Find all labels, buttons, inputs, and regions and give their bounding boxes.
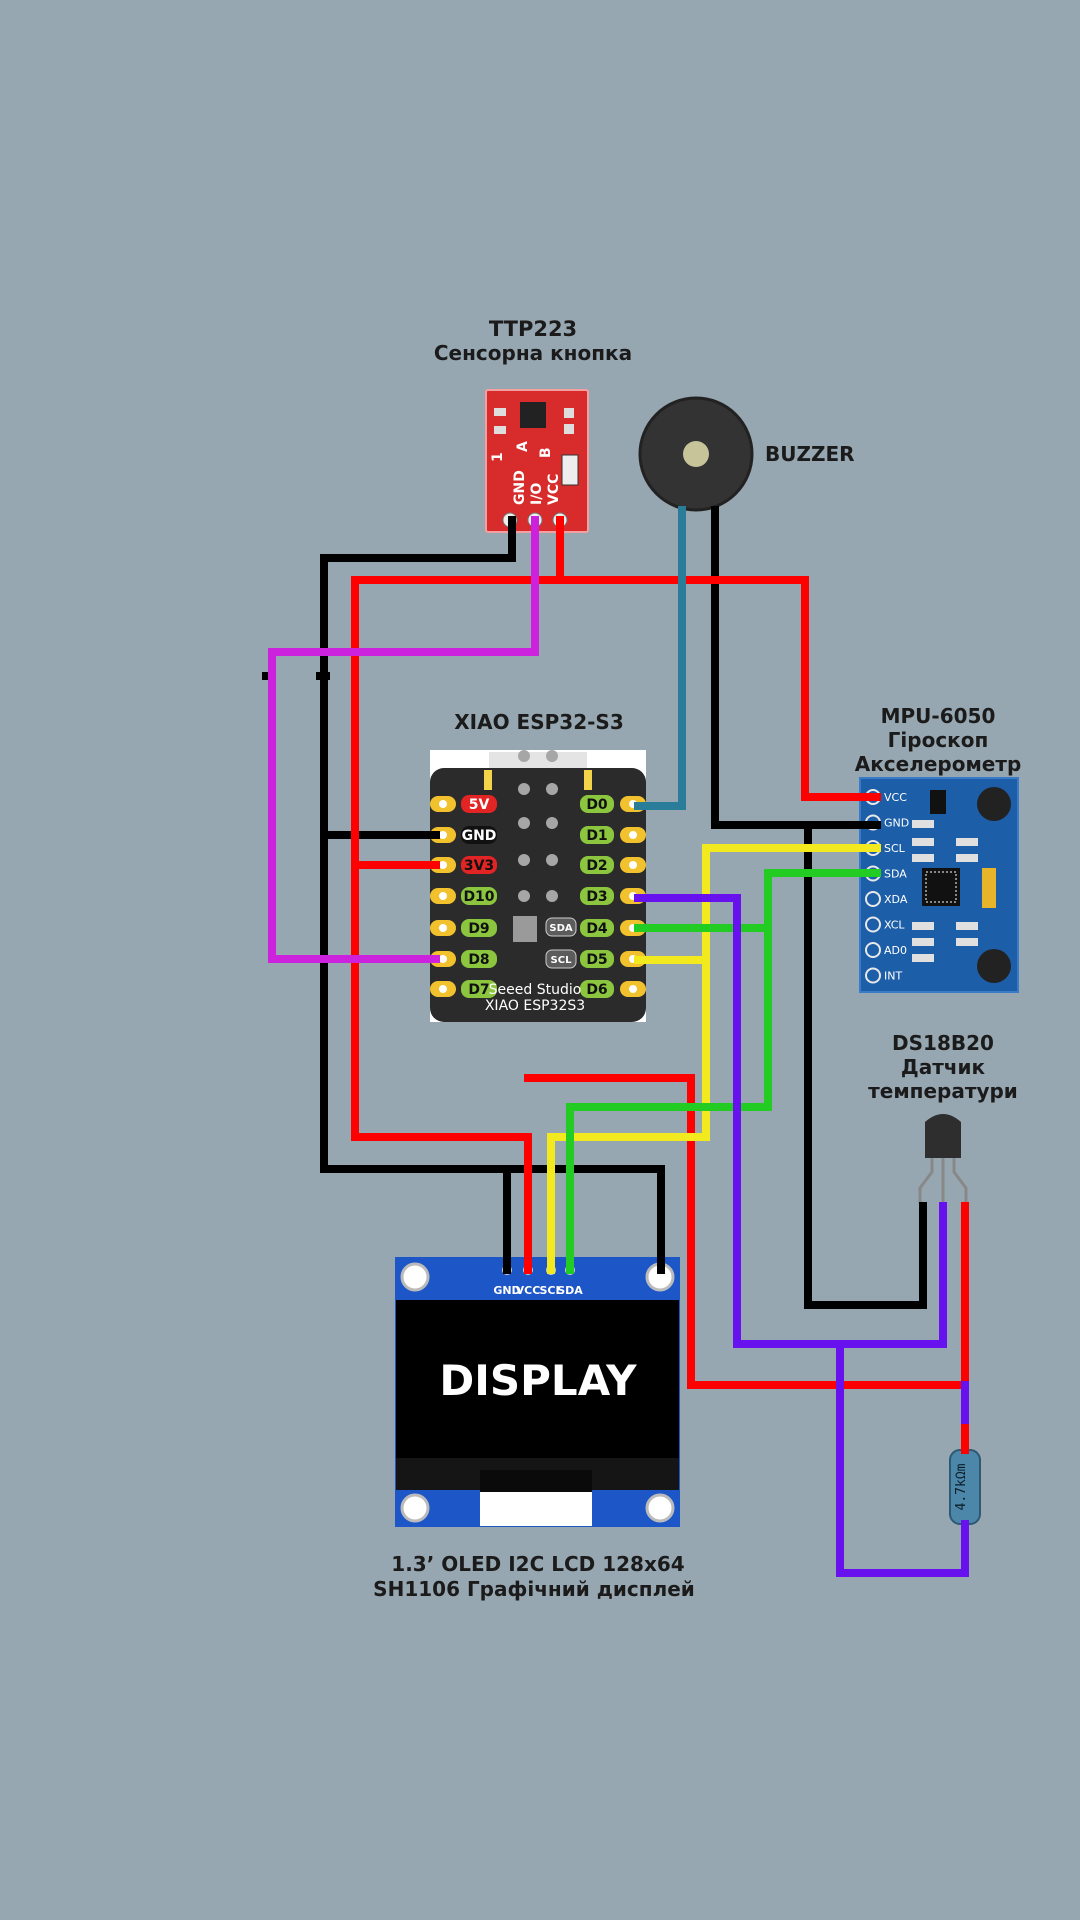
wire-onewire-res <box>836 1340 969 1577</box>
xiao-left-pin-badge <box>461 919 497 937</box>
xiao-right-pin-badge <box>580 856 614 874</box>
wire-onewire <box>634 894 947 1348</box>
wire-buzzer <box>634 506 686 810</box>
ds18b20-title: DS18B20 <box>892 1031 994 1055</box>
wire-touch <box>268 516 539 963</box>
resistor: 4.7kΩm <box>949 1449 981 1525</box>
xiao-left-pin-badge <box>461 950 497 968</box>
xiao-sda-tag: SDA <box>549 923 573 934</box>
oled-pin-scl-label: SCL <box>539 1284 562 1297</box>
ttp223-pin-gnd-label: GND <box>512 470 528 505</box>
mpu-pin-int-label: INT <box>884 970 902 983</box>
xiao-pin-d1-label: D1 <box>586 828 607 844</box>
xiao-pin-d2-label: D2 <box>586 858 607 874</box>
wire-gnd-ttp <box>320 516 665 1274</box>
wire-sda <box>634 869 881 932</box>
mpu-pin-sda-label: SDA <box>884 868 907 881</box>
wire-layer <box>262 506 969 1577</box>
xiao-pin-d7-label: D7 <box>468 982 489 998</box>
xiao-pin-d8-label: D8 <box>468 952 489 968</box>
display-caption-line2: SH1106 Графічний дисплей <box>373 1577 695 1601</box>
ttp223-pin-io-label: I/O <box>529 483 545 505</box>
ttp223-title: TTP223 <box>489 317 577 341</box>
mpu-title: MPU-6050 <box>881 704 996 728</box>
xiao-right-pin-badge <box>580 950 614 968</box>
ttp223-mark-b: B <box>538 447 554 458</box>
xiao-model: XIAO ESP32S3 <box>485 998 585 1014</box>
xiao-pin-d5-label: D5 <box>586 952 607 968</box>
mpu-pin-xda-label: XDA <box>884 893 908 906</box>
xiao-right-pin-badge <box>580 795 614 813</box>
buzzer-center <box>683 441 709 467</box>
mpu-pin-hole <box>865 891 881 907</box>
xiao-right-pin-badge <box>580 887 614 905</box>
ds18b20-body <box>925 1114 961 1158</box>
xiao-right-pin-badge <box>580 826 614 844</box>
wire-scl <box>634 844 881 964</box>
ttp223-module: TTP223 Сенсорна кнопка A B 1 GND I/O VCC <box>434 317 632 533</box>
xiao-scl-tag: SCL <box>551 955 573 966</box>
ttp223-mark-1: 1 <box>490 452 506 462</box>
resistor-value: 4.7kΩm <box>954 1463 969 1510</box>
wire-vcc-ds <box>524 1074 969 1389</box>
wire-sda-oled <box>566 924 772 1274</box>
buzzer-title: BUZZER <box>765 442 855 466</box>
ttp223-subtitle: Сенсорна кнопка <box>434 341 632 365</box>
wire-gnd-trunk <box>804 821 927 1309</box>
xiao-left-pin-badge <box>461 980 497 998</box>
xiao-left-pin-badge <box>461 887 497 905</box>
xiao-pin-3v3-label: 3V3 <box>464 858 494 874</box>
xiao-pin-d0-label: D0 <box>586 797 608 813</box>
mpu-pin-hole <box>865 916 881 933</box>
xiao-right-pin-badge <box>580 919 614 937</box>
xiao-right-pin-badge <box>580 980 614 998</box>
wire-vcc-left <box>351 576 532 1274</box>
xiao-pin-d10-label: D10 <box>463 889 494 905</box>
ds18b20-sensor: DS18B20 Датчик температури <box>868 1031 1018 1204</box>
xiao-title: XIAO ESP32-S3 <box>454 710 623 734</box>
mpu-chip <box>922 868 960 906</box>
oled-pin-vcc-label: VCC <box>516 1284 541 1297</box>
mpu-pin-ad0-label: AD0 <box>884 944 907 957</box>
buzzer: BUZZER <box>638 396 855 512</box>
xiao-pin-gnd-label: GND <box>462 828 497 844</box>
wire-vcc-main <box>351 576 881 801</box>
xiao-left-pin-badge <box>461 856 497 874</box>
mpu-pin-hole <box>865 967 881 984</box>
xiao-usb-port <box>489 752 587 768</box>
xiao-brand: Seeed Studio <box>489 982 582 998</box>
wire-scl-oled <box>547 956 710 1274</box>
xiao-left-pin-badge <box>461 795 497 813</box>
xiao-thermal-pad <box>513 916 537 942</box>
mpu-pin-hole <box>865 942 881 958</box>
xiao-pin-d3-label: D3 <box>586 889 607 905</box>
mpu6050-module: MPU-6050 Гіроскоп Акселерометр VCC GND SCL… <box>855 704 1022 993</box>
ds18b20-line2: Датчик <box>901 1055 986 1079</box>
ttp223-pin-vcc-label: VCC <box>546 474 562 505</box>
xiao-pin-d9-label: D9 <box>468 921 489 937</box>
ds18b20-line3: температури <box>868 1079 1018 1103</box>
oled-pin-sda-label: SDA <box>557 1284 583 1297</box>
mpu-pin-vcc-label: VCC <box>884 791 907 804</box>
mpu-line2: Гіроскоп <box>888 728 989 752</box>
oled-pin-gnd-label: GND <box>493 1284 520 1297</box>
xiao-pin-d4-label: D4 <box>586 921 608 937</box>
xiao-pin-5v-label: 5V <box>469 797 490 813</box>
oled-screen <box>396 1300 679 1458</box>
xiao-pin-d6-label: D6 <box>586 982 607 998</box>
mpu-pin-gnd-label: GND <box>884 817 909 830</box>
mpu-line3: Акселерометр <box>855 752 1022 776</box>
ttp223-chip <box>520 402 546 428</box>
display-caption-line1: 1.3’ OLED I2C LCD 128x64 <box>391 1552 684 1576</box>
mpu-pin-scl-label: SCL <box>884 842 906 855</box>
mpu-pin-xcl-label: XCL <box>884 919 905 932</box>
oled-screen-text: DISPLAY <box>439 1356 637 1405</box>
ttp223-mark-a: A <box>515 441 531 452</box>
wire-gnd-buzzer <box>711 506 881 829</box>
xiao-left-pin-badge <box>461 826 497 844</box>
